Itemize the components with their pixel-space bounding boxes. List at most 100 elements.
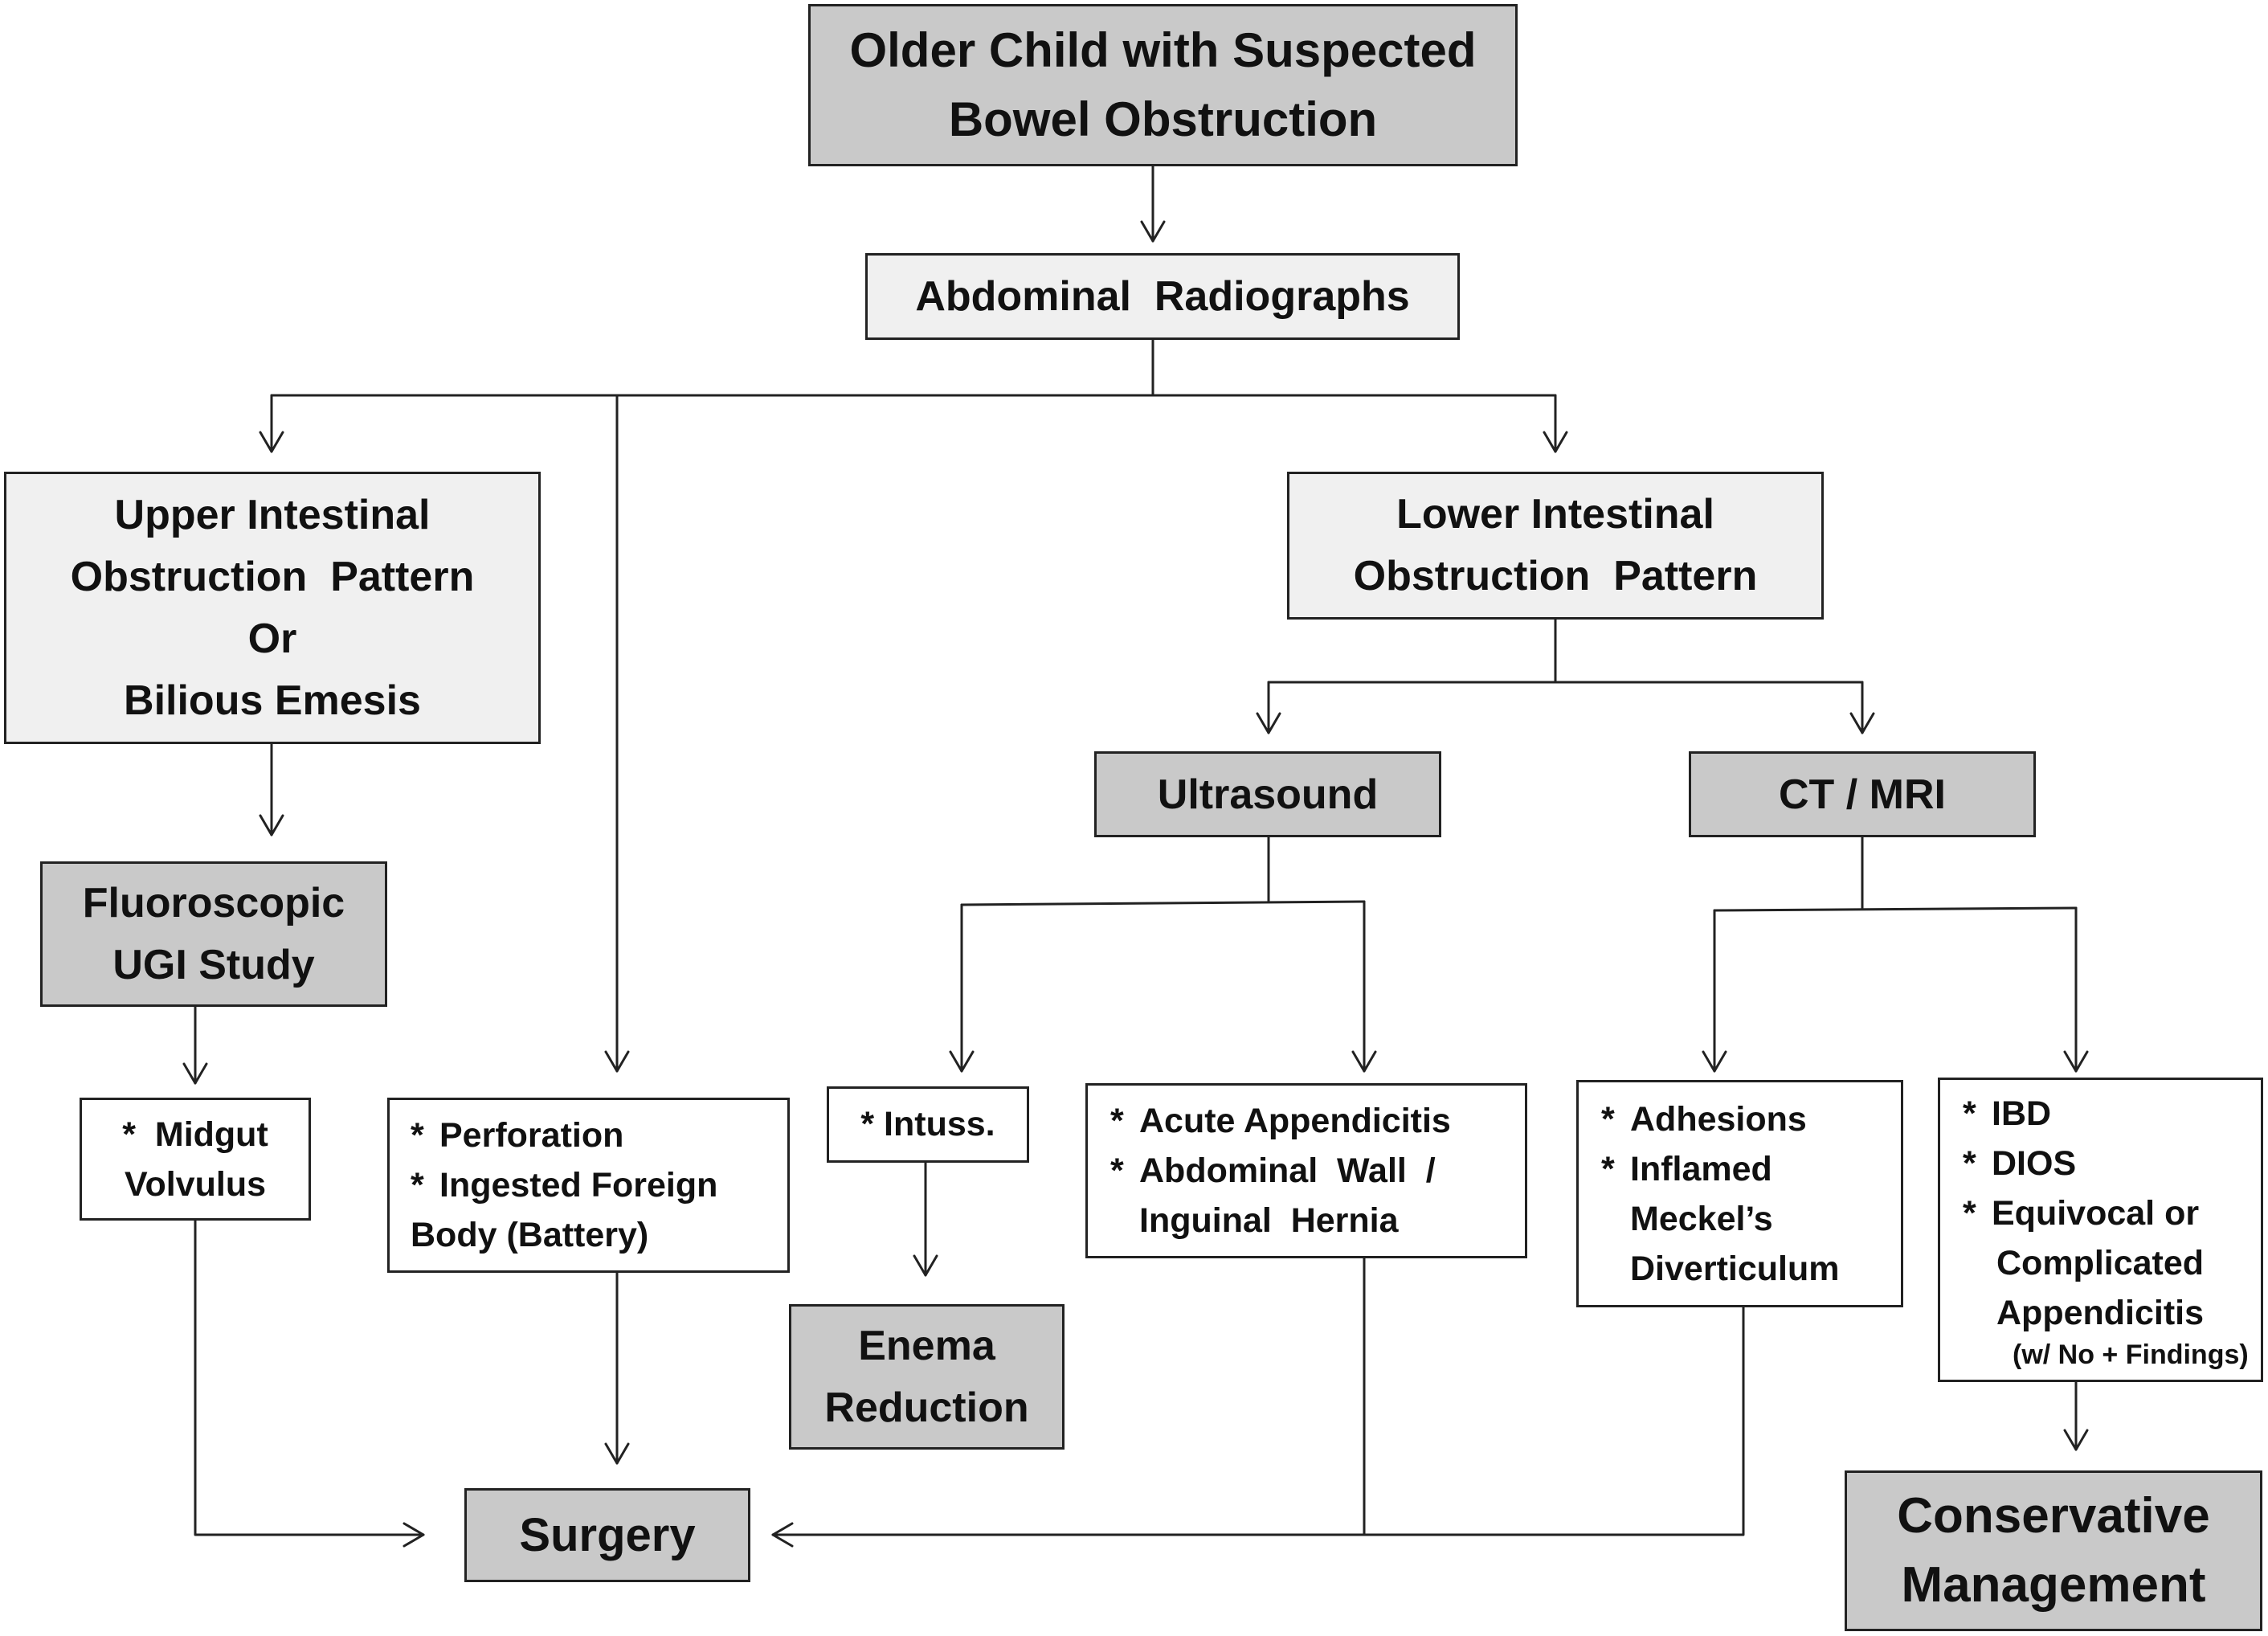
bullet-star: * [411,1116,424,1155]
connector-adhesions-surgery [771,1306,1745,1536]
list-item-text: Diverticulum [1630,1249,1840,1288]
bullet-star: * [1963,1143,1976,1183]
enema-reduction-node: Enema Reduction [789,1304,1065,1450]
fluoroscopic-line: UGI Study [112,941,315,988]
list-item: *Perforation [411,1110,623,1160]
list-item-text: Appendicitis [1996,1293,2205,1332]
midgut-line: * Midgut [122,1110,268,1160]
ibd-dios-node: * IBD * DIOS * Equivocal or Complicated App… [1938,1078,2263,1382]
arrowhead [403,1522,425,1548]
list-item-text: Meckel’s [1630,1199,1773,1238]
list-item: Body (Battery) [411,1210,648,1260]
list-item-text: Ingested Foreign [439,1166,718,1205]
surgery-label: Surgery [519,1509,696,1561]
conservative-line: Conservative [1897,1488,2210,1544]
intuss-line: * Intuss. [860,1105,995,1144]
list-item-text: Acute Appendicitis [1139,1102,1451,1140]
midgut-text: Midgut [154,1115,268,1154]
abdominal-radiographs-node: Abdominal Radiographs [865,253,1460,340]
upper-intestinal-pattern-node: Upper Intestinal Obstruction Pattern Or … [4,472,541,744]
perforation-node: *Perforation * Ingested Foreign Body (Bat… [387,1098,790,1273]
bullet-star: * [1963,1094,1976,1133]
upper-pattern-line: Upper Intestinal [114,491,431,538]
intuss-text: Intuss. [884,1105,995,1143]
list-item-text: Body (Battery) [411,1216,649,1254]
conservative-management-node: Conservative Management [1845,1470,2262,1631]
list-item-text: Equivocal or [1992,1193,2200,1233]
surgery-node: Surgery [464,1488,750,1582]
ultrasound-label: Ultrasound [1157,771,1379,818]
connector-midgut-surgery [194,1219,425,1536]
upper-pattern-line: Obstruction Pattern [70,553,475,600]
upper-pattern-line: Or [247,615,297,662]
arrowhead [1543,431,1568,453]
list-item-text: IBD [1992,1094,2052,1133]
list-item: * Adhesions [1601,1094,1807,1144]
arrowhead [1849,712,1875,734]
list-item: *Abdominal Wall / [1110,1146,1436,1196]
arrowhead [1351,1050,1377,1073]
appendicitis-hernia-node: * Acute Appendicitis *Abdominal Wall / In… [1085,1083,1527,1258]
arrowhead [259,814,284,836]
bullet-star: * [1110,1102,1124,1140]
bullet-star: * [860,1105,875,1143]
start-node: Older Child with Suspected Bowel Obstruc… [808,4,1518,166]
list-item: * Acute Appendicitis [1110,1096,1451,1146]
lower-intestinal-pattern-node: Lower Intestinal Obstruction Pattern [1287,472,1824,620]
findings-note: (w/ No + Findings) [1963,1338,2249,1372]
list-item: Complicated [1963,1238,2204,1288]
fluoroscopic-line: Fluoroscopic [82,879,345,926]
list-item: * Ingested Foreign [411,1160,717,1210]
enema-line: Enema [858,1322,995,1369]
midgut-volvulus-node: * Midgut Volvulus [80,1098,311,1221]
ct-mri-label: CT / MRI [1779,771,1946,818]
list-item: * Equivocal or [1963,1188,2199,1238]
arrowhead [913,1254,938,1277]
start-node-line: Older Child with Suspected [849,23,1477,77]
arrowhead [604,1442,630,1465]
arrowhead [182,1062,208,1085]
conservative-line: Management [1901,1557,2206,1613]
abdominal-radiographs-label: Abdominal Radiographs [915,273,1410,320]
start-node-line: Bowel Obstruction [948,92,1378,146]
list-item: Diverticulum [1601,1244,1839,1294]
list-item-text: Complicated [1996,1243,2205,1282]
fluoroscopic-ugi-node: Fluoroscopic UGI Study [40,861,387,1007]
arrowhead [2063,1050,2089,1073]
list-item-text: DIOS [1992,1143,2077,1183]
list-item: * DIOS [1963,1139,2076,1188]
bullet-star: * [1110,1151,1124,1190]
bullet-star: * [1601,1149,1615,1188]
arrowhead [259,431,284,453]
enema-line: Reduction [824,1384,1029,1431]
list-item: Appendicitis [1963,1288,2204,1338]
connector-ultrasound-bus [960,900,1366,906]
findings-note-text: (w/ No + Findings) [2013,1339,2249,1370]
arrowhead [604,1050,630,1073]
ct-mri-node: CT / MRI [1689,751,2036,837]
bullet-star: * [122,1115,136,1154]
arrowhead [1702,1050,1727,1073]
midgut-line: Volvulus [124,1164,266,1204]
list-item: * IBD [1963,1089,2051,1139]
lower-pattern-line: Lower Intestinal [1396,491,1714,538]
arrowhead [2063,1429,2089,1451]
bullet-star: * [411,1166,424,1205]
upper-pattern-line: Bilious Emesis [124,677,421,724]
list-item-text: Inguinal Hernia [1139,1201,1399,1240]
list-item: Meckel’s [1601,1194,1773,1244]
connector-ct-bus [1713,906,2078,912]
list-item: Inguinal Hernia [1110,1196,1399,1245]
list-item-text: Inflamed [1630,1149,1772,1188]
arrowhead [949,1050,975,1073]
arrowhead [1140,220,1166,243]
arrowhead [771,1522,794,1548]
adhesions-meckels-node: * Adhesions * Inflamed Meckel’s Diverticul… [1576,1080,1903,1307]
bullet-star: * [1963,1193,1976,1233]
lower-pattern-line: Obstruction Pattern [1353,553,1758,599]
intussusception-node: * Intuss. [827,1086,1029,1163]
list-item-text: Adhesions [1630,1099,1807,1139]
arrowhead [1256,712,1281,734]
bullet-star: * [1601,1099,1615,1139]
